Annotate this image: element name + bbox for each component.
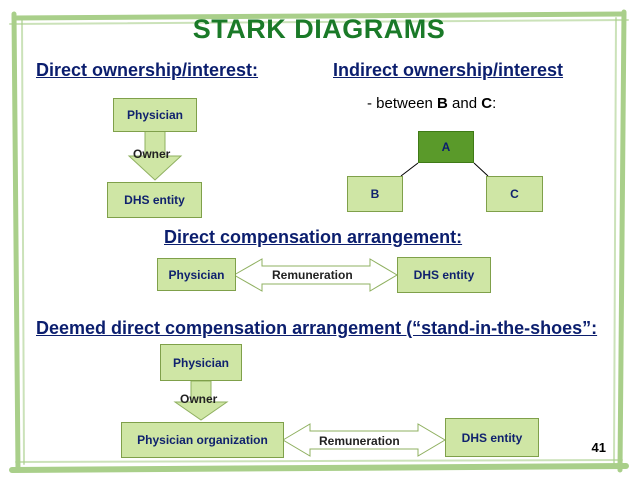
a-to-b-connector bbox=[400, 162, 419, 177]
deemed-direct-heading: Deemed direct compensation arrangement (… bbox=[36, 318, 598, 338]
page-number: 41 bbox=[591, 440, 606, 455]
dhs-entity-box: DHS entity bbox=[107, 182, 202, 218]
a-to-c-connector bbox=[473, 162, 489, 177]
note-prefix: - between bbox=[367, 95, 438, 112]
node-a-box: A bbox=[418, 131, 474, 163]
owner-down-arrow bbox=[127, 130, 183, 181]
remuneration-label: Remuneration bbox=[272, 268, 353, 282]
node-c-box: C bbox=[486, 176, 543, 212]
note-suffix: : bbox=[492, 95, 497, 112]
deemed-owner-label: Owner bbox=[180, 392, 218, 406]
direct-ownership-heading: Direct ownership/interest: bbox=[36, 60, 259, 80]
dhs-entity-compensation-box: DHS entity bbox=[397, 257, 491, 293]
direct-compensation-heading: Direct compensation arrangement: bbox=[164, 227, 463, 247]
indirect-ownership-heading: Indirect ownership/interest bbox=[333, 60, 564, 80]
deemed-remuneration-label: Remuneration bbox=[319, 434, 400, 448]
note-and: and bbox=[447, 95, 482, 112]
physician-compensation-box: Physician bbox=[157, 258, 236, 291]
deemed-dhs-entity-box: DHS entity bbox=[445, 418, 539, 457]
node-b-box: B bbox=[347, 176, 403, 212]
physician-box: Physician bbox=[113, 98, 197, 132]
note-c: C bbox=[481, 95, 493, 112]
physician-organization-box: Physician organization bbox=[121, 422, 284, 458]
owner-label: Owner bbox=[133, 147, 171, 161]
deemed-physician-box: Physician bbox=[160, 344, 242, 381]
indirect-ownership-note: - between B and C: bbox=[367, 95, 496, 112]
slide-title: STARK DIAGRAMS bbox=[192, 14, 446, 44]
deemed-owner-down-arrow bbox=[173, 380, 229, 421]
note-b: B bbox=[437, 95, 448, 112]
